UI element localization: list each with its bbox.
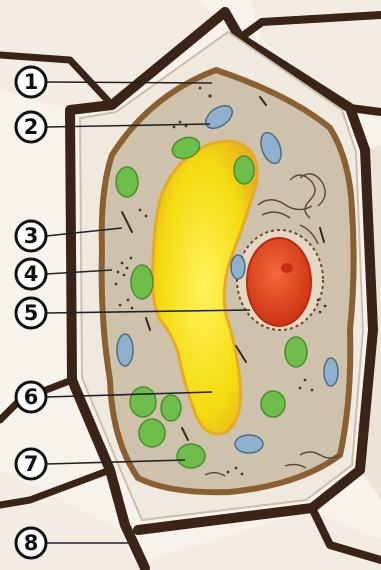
callout-number-2: 2	[24, 115, 39, 139]
nucleus	[237, 230, 323, 330]
callout-5: 5	[16, 298, 46, 328]
callout-number-7: 7	[24, 452, 39, 476]
callout-3: 3	[16, 221, 46, 251]
callout-number-4: 4	[24, 262, 39, 286]
callout-number-3: 3	[24, 224, 39, 248]
callout-number-5: 5	[24, 301, 39, 325]
callout-6: 6	[16, 382, 46, 412]
callout-number-6: 6	[24, 385, 39, 409]
callout-number-1: 1	[24, 70, 39, 94]
callout-number-8: 8	[24, 531, 39, 555]
callout-7: 7	[16, 449, 46, 479]
callout-2: 2	[16, 112, 46, 142]
callout-4: 4	[16, 259, 46, 289]
leader-line-1	[46, 82, 212, 83]
callout-1: 1	[16, 67, 46, 97]
callout-8: 8	[16, 528, 46, 558]
